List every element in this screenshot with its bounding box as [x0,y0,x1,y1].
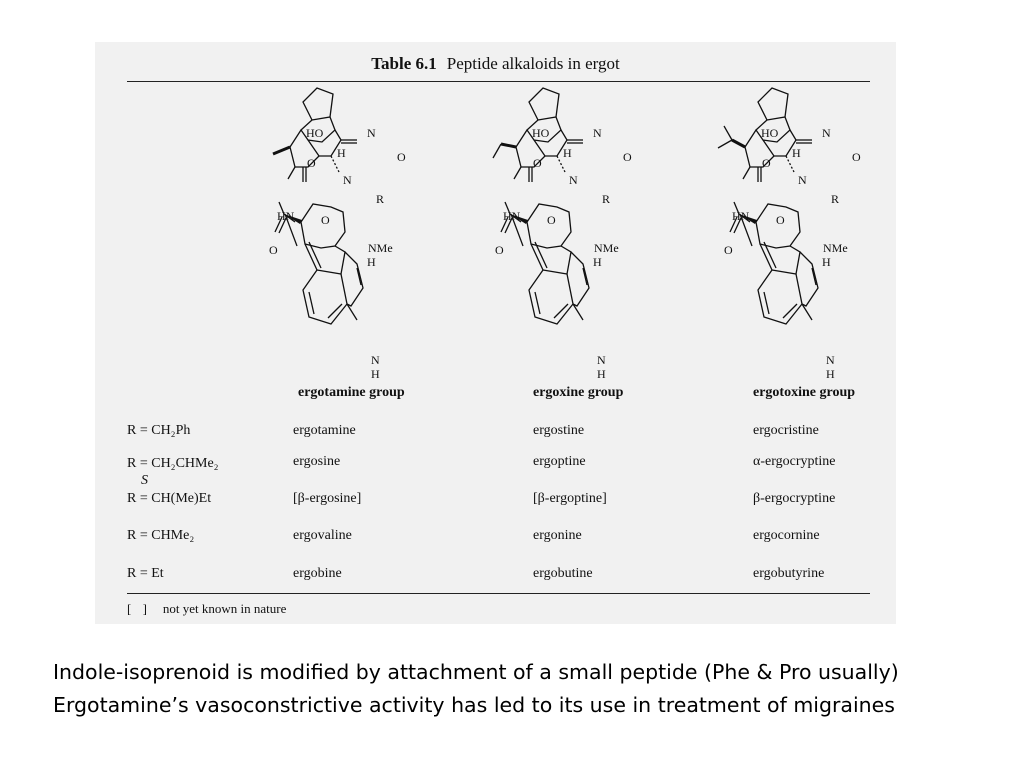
table-panel: Table 6.1 Peptide alkaloids in ergot [95,42,896,624]
table-cell: ergostine [533,423,585,438]
atom-label: N [367,126,376,140]
bottom-rule [127,593,870,594]
atom-label: H [367,255,376,269]
ergoxine-structure: HO N H O O N R O HN O NMe H N H [492,87,632,381]
atom-label: HO [532,126,550,140]
table-cell: ergobine [293,566,342,581]
atom-label: NMe [823,241,848,255]
table-cell: ergobutine [533,566,593,581]
row-label: R = Et [127,566,164,581]
atom-label: R [376,192,384,206]
atom-label: HN [277,209,295,223]
footnote-brackets: [ ] [127,601,151,616]
row-label: R = CHMe₂ [127,528,195,543]
atom-label: H [792,146,801,160]
table-cell: ergotamine [293,423,356,438]
atom-label: H [822,255,831,269]
atom-label: N [822,126,831,140]
table-title-text: Peptide alkaloids in ergot [446,54,620,73]
atom-label: O [623,150,632,164]
atom-label: H [371,367,380,381]
atom-label: O [724,243,733,257]
table-cell: ergonine [533,528,582,543]
atom-label: O [307,156,316,170]
ergotoxine-structure: HO N H O O N R O HN O NMe H N H [717,87,861,381]
atom-label: HO [306,126,324,140]
table-cell: ergovaline [293,528,352,543]
table-cell: ergobutyrine [753,566,825,581]
slide-caption: Indole-isoprenoid is modified by attachm… [53,656,899,722]
table-number: Table 6.1 [371,54,437,73]
atom-label: NMe [368,241,393,255]
atom-label: N [569,173,578,187]
footnote-text: not yet known in nature [162,601,287,616]
table-cell: ergosine [293,454,341,469]
table-cell: [β-ergoptine] [533,491,607,506]
atom-label: O [533,156,542,170]
table-cell: α-ergocryptine [753,454,836,469]
table-cell: ergocornine [753,528,820,543]
row-label: R = CH₂CHMe₂ [127,456,219,471]
atom-label: O [762,156,771,170]
atom-label: H [597,367,606,381]
row-label: R = CH(Me)Et [127,491,212,506]
table-cell: [β-ergosine] [293,491,362,506]
atom-label: O [547,213,556,227]
atom-label: N [371,353,380,367]
atom-label: O [397,150,406,164]
atom-label: O [852,150,861,164]
top-rule [127,81,870,82]
group-heading-ergotamine: ergotamine group [298,385,405,400]
atom-label: N [798,173,807,187]
atom-label: N [593,126,602,140]
atom-label: O [495,243,504,257]
table-cell: β-ergocryptine [753,491,836,506]
atom-label: N [597,353,606,367]
group-heading-ergotoxine: ergotoxine group [753,385,856,400]
atom-label: O [776,213,785,227]
caption-line-2: Ergotamine’s vasoconstrictive activity h… [53,693,895,717]
atom-label: HO [761,126,779,140]
ergotamine-structure: HO N H O O N R O HN O NMe H N H [269,87,406,381]
table-cell: ergoptine [533,454,586,469]
atom-label: R [602,192,610,206]
atom-label: H [593,255,602,269]
atom-label: H [337,146,346,160]
row-label: R = CH₂Ph [127,423,191,438]
atom-label: H [826,367,835,381]
structures-figure: HO N H O O N R O HN O NMe H N H HO N H O… [269,87,861,381]
group-heading-ergoxine: ergoxine group [533,385,624,400]
atom-label: HN [732,209,750,223]
atom-label: O [269,243,278,257]
table-footnote: [ ] not yet known in nature [127,601,286,617]
caption-line-1: Indole-isoprenoid is modified by attachm… [53,660,899,684]
atom-label: N [826,353,835,367]
table-cell: ergocristine [753,423,819,438]
atom-label: HN [503,209,521,223]
atom-label: NMe [594,241,619,255]
atom-label: R [831,192,839,206]
atom-label: H [563,146,572,160]
table-title: Table 6.1 Peptide alkaloids in ergot [95,54,896,74]
atom-label: N [343,173,352,187]
atom-label: O [321,213,330,227]
stereo-descriptor: S [141,473,148,488]
